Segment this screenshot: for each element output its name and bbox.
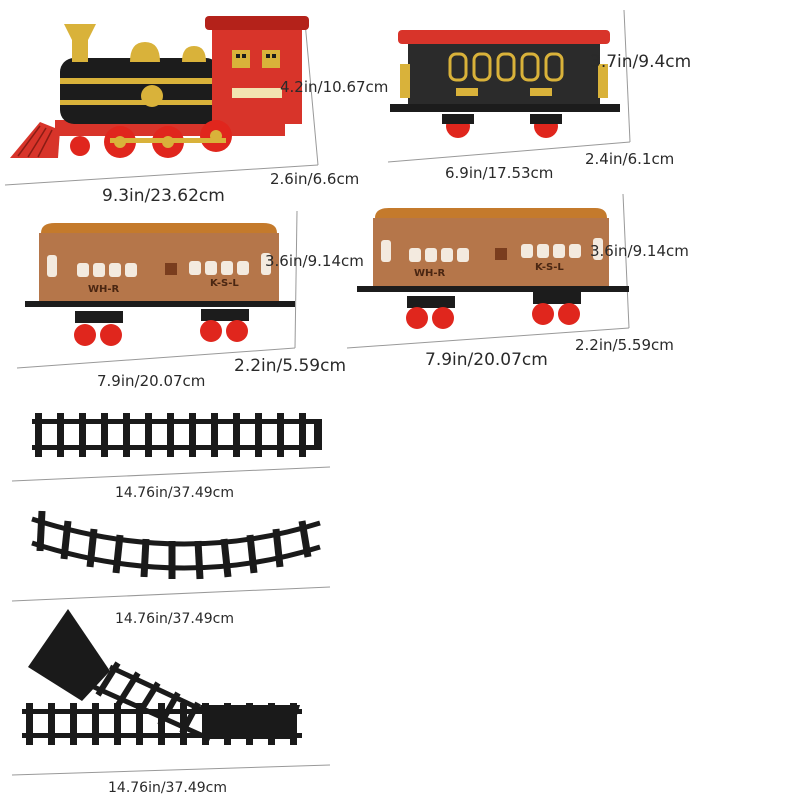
tender-height-label: 3.7in/9.4cm <box>590 52 692 72</box>
coach-right-image <box>346 193 630 349</box>
coach-right-width-label: 2.2in/5.59cm <box>575 336 674 354</box>
loco-height-label: 4.2in/10.67cm <box>280 78 389 96</box>
locomotive-image <box>4 16 319 186</box>
curved-track-image <box>11 510 331 602</box>
tender-length-label: 6.9in/17.53cm <box>445 164 554 182</box>
loco-width-label: 2.6in/6.6cm <box>270 170 360 188</box>
coach-right-length-label: 7.9in/20.07cm <box>425 350 548 370</box>
loco-length-label: 9.3in/23.62cm <box>102 186 225 206</box>
coach-left-height-label: 3.6in/9.14cm <box>265 252 364 270</box>
coach-left-image <box>16 210 298 369</box>
coach-left-width-label: 2.2in/5.59cm <box>234 356 347 376</box>
coach-left-length-label: 7.9in/20.07cm <box>97 372 206 390</box>
tender-car-image <box>387 9 631 163</box>
coach-left-plate-left: WH-R <box>88 284 120 295</box>
curved-track-length-label: 14.76in/37.49cm <box>115 611 234 627</box>
coach-right-plate-left: WH-R <box>414 268 446 279</box>
tender-width-label: 2.4in/6.1cm <box>585 150 675 168</box>
coach-right-height-label: 3.6in/9.14cm <box>590 242 689 260</box>
straight-track-length-label: 14.76in/37.49cm <box>115 485 234 501</box>
coach-right-plate-right: K-S-L <box>535 262 564 273</box>
coach-left-plate-right: K-S-L <box>210 278 239 289</box>
switch-track-length-label: 14.76in/37.49cm <box>108 780 227 796</box>
straight-track-image <box>11 413 331 482</box>
switch-track-image <box>11 609 331 776</box>
